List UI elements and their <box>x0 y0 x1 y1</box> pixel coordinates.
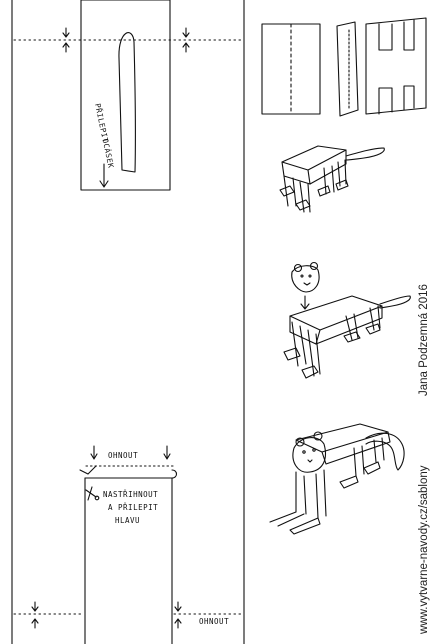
tail-piece-outline <box>81 0 170 190</box>
tail-label-line2: OCÁSEK <box>101 138 116 169</box>
cut-glue-line3: HLAVU <box>115 516 140 525</box>
fold-label-top: OHNOUT <box>108 451 138 460</box>
tail-instruction-label: PŘILEPIT OCÁSEK <box>93 103 116 170</box>
tail-shape <box>119 33 135 172</box>
top-fold-line <box>14 28 242 52</box>
website-credit: www.vytvarne-navody.cz/sablony <box>418 465 430 634</box>
cut-glue-line2: A PŘILEPIT <box>108 503 158 512</box>
step-1-flat-strip <box>262 24 320 114</box>
cut-glue-line1: NASTŘIHNOUT <box>103 490 158 499</box>
step-1-cut-strip <box>337 18 426 116</box>
step-3-illustration <box>284 263 410 379</box>
step-4-finished-cat <box>270 424 404 534</box>
head-fold-area <box>80 446 177 644</box>
author-credit: Jana Podzemná 2016 <box>418 284 430 396</box>
step-2-body-illustration <box>280 146 384 212</box>
fold-label-bottom: OHNOUT <box>199 617 229 626</box>
body-strip-outline <box>12 0 244 644</box>
